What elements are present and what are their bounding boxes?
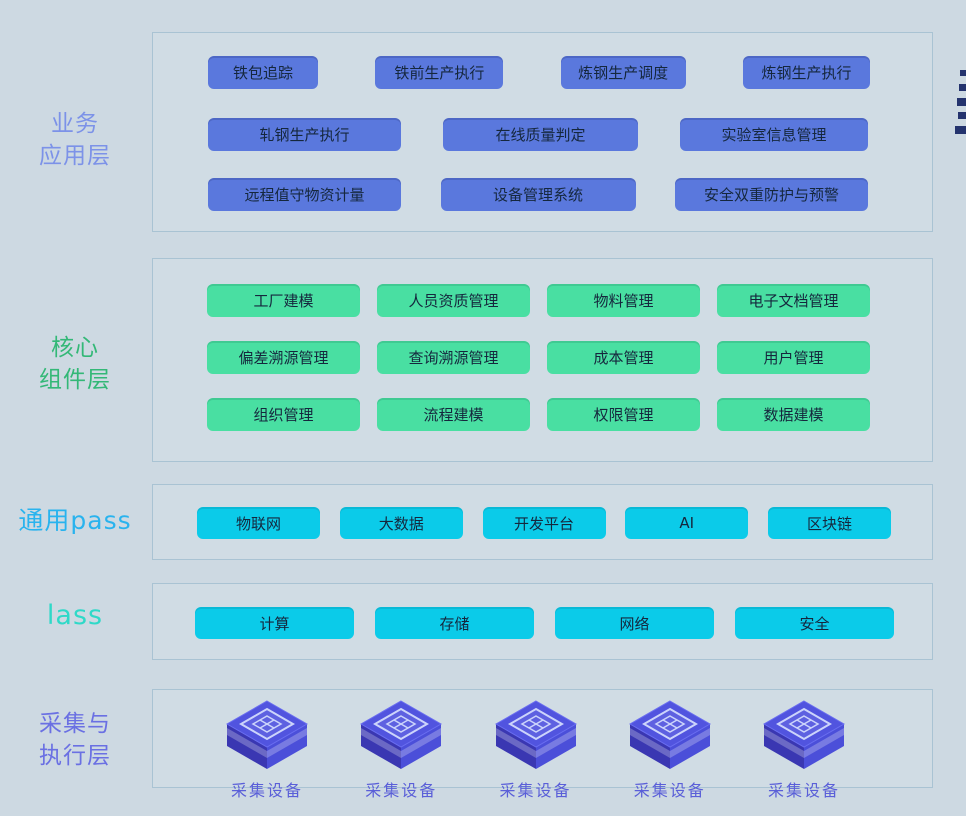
button-blockchain[interactable]: 区块链 <box>768 507 891 539</box>
button-ironmaking-production-execution[interactable]: 铁前生产执行 <box>375 56 504 89</box>
layer-label-core-line1: 核心 <box>51 335 99 361</box>
button-ladle-tracking[interactable]: 铁包追踪 <box>208 56 318 89</box>
button-online-quality-judgment[interactable]: 在线质量判定 <box>443 118 638 151</box>
button-electronic-document-management[interactable]: 电子文档管理 <box>717 284 870 317</box>
layer-label-core-line2: 组件层 <box>39 367 111 394</box>
button-organization-management[interactable]: 组织管理 <box>207 398 360 431</box>
business-row-3: 远程值守物资计量 设备管理系统 安全双重防护与预警 <box>153 178 932 211</box>
button-safety-dual-prevention-warning[interactable]: 安全双重防护与预警 <box>675 178 868 211</box>
layer-label-device: 采集与 执行层 <box>0 708 150 772</box>
core-row-1: 工厂建模 人员资质管理 物料管理 电子文档管理 <box>153 284 932 317</box>
button-process-modeling[interactable]: 流程建模 <box>377 398 530 431</box>
button-personnel-qualification-management[interactable]: 人员资质管理 <box>377 284 530 317</box>
business-row-1: 铁包追踪 铁前生产执行 炼钢生产调度 炼钢生产执行 <box>153 56 932 89</box>
panel-business-application-layer: 铁包追踪 铁前生产执行 炼钢生产调度 炼钢生产执行 轧钢生产执行 在线质量判定 … <box>152 32 933 232</box>
business-row-2: 轧钢生产执行 在线质量判定 实验室信息管理 <box>153 118 932 151</box>
panel-core-component-layer: 工厂建模 人员资质管理 物料管理 电子文档管理 偏差溯源管理 查询溯源管理 成本… <box>152 258 933 462</box>
button-user-management[interactable]: 用户管理 <box>717 341 870 374</box>
device-item: 采集设备 <box>351 697 451 801</box>
edge-decoration-square <box>955 126 966 134</box>
core-row-3: 组织管理 流程建模 权限管理 数据建模 <box>153 398 932 431</box>
button-storage[interactable]: 存储 <box>375 607 534 639</box>
device-caption: 采集设备 <box>365 781 438 800</box>
device-cube-icon <box>360 700 443 769</box>
button-lab-information-management[interactable]: 实验室信息管理 <box>680 118 868 151</box>
layer-label-paas: 通用pass <box>18 506 132 535</box>
button-steelmaking-production-execution[interactable]: 炼钢生产执行 <box>742 56 870 89</box>
button-dev-platform[interactable]: 开发平台 <box>482 507 606 539</box>
edge-decoration-square <box>960 70 966 76</box>
layer-label-device-line1: 采集与 <box>39 711 111 737</box>
panel-paas-layer: 物联网 大数据 开发平台 AI 区块链 <box>152 484 933 560</box>
button-deviation-traceability-management[interactable]: 偏差溯源管理 <box>207 341 360 374</box>
button-remote-material-metering[interactable]: 远程值守物资计量 <box>208 178 401 211</box>
device-caption: 采集设备 <box>230 781 303 800</box>
panel-iaas-layer: 计算 存储 网络 安全 <box>152 583 933 660</box>
device-cube-icon <box>494 700 577 769</box>
button-data-modeling[interactable]: 数据建模 <box>717 398 870 431</box>
paas-row: 物联网 大数据 开发平台 AI 区块链 <box>153 507 932 539</box>
button-material-management[interactable]: 物料管理 <box>547 284 700 317</box>
button-permission-management[interactable]: 权限管理 <box>547 398 700 431</box>
edge-decoration-square <box>957 98 966 106</box>
edge-decoration-square <box>958 112 966 119</box>
button-big-data[interactable]: 大数据 <box>339 507 463 539</box>
layer-label-business-line1: 业务 <box>51 111 99 137</box>
device-caption: 采集设备 <box>633 781 706 800</box>
device-caption: 采集设备 <box>499 781 572 800</box>
button-compute[interactable]: 计算 <box>195 607 354 639</box>
edge-decoration-square <box>959 84 966 91</box>
panel-collection-execution-layer: 采集设备 采集设备 <box>152 689 933 800</box>
device-item: 采集设备 <box>754 697 854 801</box>
device-cube-icon <box>762 700 846 769</box>
device-item: 采集设备 <box>486 697 586 801</box>
layer-label-core: 核心 组件层 <box>0 332 150 396</box>
device-item: 采集设备 <box>620 697 720 801</box>
button-equipment-management-system[interactable]: 设备管理系统 <box>440 178 636 211</box>
core-row-2: 偏差溯源管理 查询溯源管理 成本管理 用户管理 <box>153 341 932 374</box>
layer-label-device-line2: 执行层 <box>39 743 111 770</box>
layer-label-business: 业务 应用层 <box>0 108 150 172</box>
button-cost-management[interactable]: 成本管理 <box>547 341 700 374</box>
device-caption: 采集设备 <box>767 781 840 800</box>
device-cube-icon <box>628 700 711 769</box>
layer-label-iaas: lass <box>46 600 104 631</box>
button-iot[interactable]: 物联网 <box>197 507 320 539</box>
device-row: 采集设备 采集设备 <box>153 697 932 801</box>
button-steelmaking-production-scheduling[interactable]: 炼钢生产调度 <box>560 56 686 89</box>
button-factory-modeling[interactable]: 工厂建模 <box>207 284 360 317</box>
button-rolling-production-execution[interactable]: 轧钢生产执行 <box>208 118 401 151</box>
device-cube-icon <box>225 700 309 769</box>
button-query-traceability-management[interactable]: 查询溯源管理 <box>377 341 530 374</box>
layer-label-business-line2: 应用层 <box>39 143 111 170</box>
button-network[interactable]: 网络 <box>555 607 714 639</box>
iaas-row: 计算 存储 网络 安全 <box>153 607 932 639</box>
device-item: 采集设备 <box>217 697 317 801</box>
button-security[interactable]: 安全 <box>735 607 894 639</box>
button-ai[interactable]: AI <box>625 507 749 539</box>
